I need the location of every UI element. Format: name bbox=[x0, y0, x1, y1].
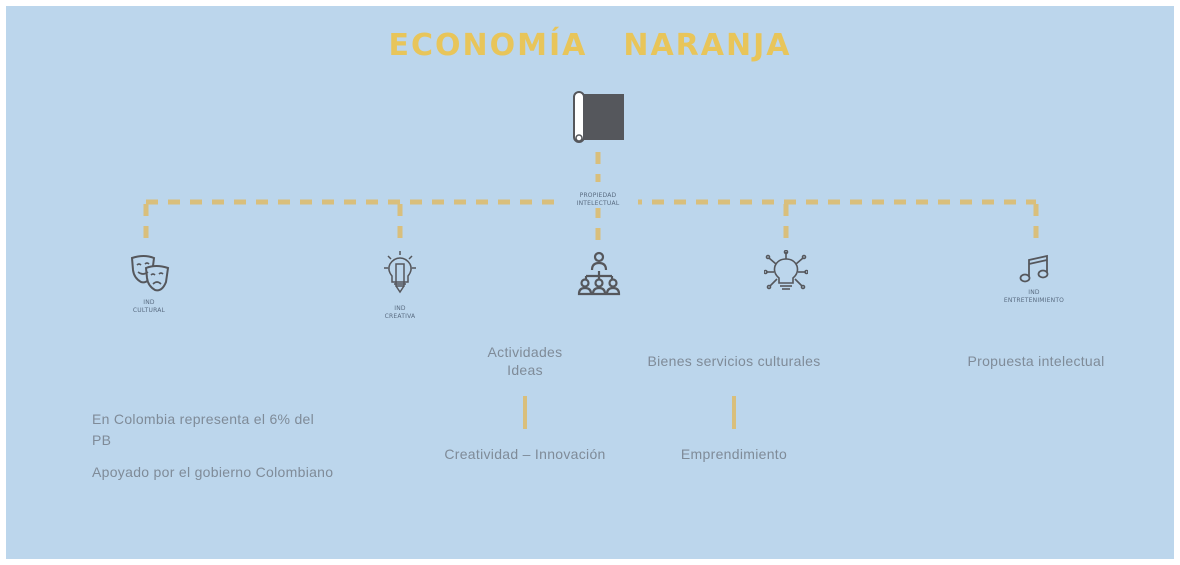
root-label-line1: PROPIEDAD bbox=[579, 192, 617, 199]
idea-network-icon bbox=[764, 250, 808, 290]
branch-label-creativa: IND CREATIVA bbox=[365, 305, 435, 321]
colombia-text-line1: En Colombia representa el 6% del bbox=[92, 411, 315, 427]
emprendimiento-text: Emprendimiento bbox=[680, 446, 788, 462]
actividades-text: Actividades bbox=[487, 344, 563, 360]
root-label: PROPIEDAD INTELECTUAL bbox=[558, 192, 638, 208]
page-title: ECONOMÍA NARANJA bbox=[6, 28, 1174, 63]
branch-creativa-line2: CREATIVA bbox=[384, 313, 416, 320]
apoyado-text: Apoyado por el gobierno Colombiano bbox=[92, 464, 334, 480]
colombia-text-line2: PB bbox=[92, 432, 112, 448]
branch-cultural-line1: IND bbox=[143, 299, 155, 306]
diagram-panel: ECONOMÍA NARANJA PROPIEDAD INTELECTUAL bbox=[6, 6, 1174, 559]
branch-label-cultural: IND CULTURAL bbox=[114, 299, 184, 315]
theater-masks-icon bbox=[130, 255, 170, 292]
propuesta-text: Propuesta intelectual bbox=[967, 353, 1105, 369]
branch-creativa-line1: IND bbox=[394, 305, 406, 312]
bienes-text: Bienes servicios culturales bbox=[647, 353, 821, 369]
creatividad-text: Creatividad – Innovación bbox=[444, 446, 606, 462]
branch-entretenimiento-line1: IND bbox=[1028, 289, 1040, 296]
branch-entretenimiento-line2: ENTRETENIMIENTO bbox=[1003, 297, 1065, 304]
title-word-economia: ECONOMÍA bbox=[388, 28, 588, 63]
branch-label-entretenimiento: IND ENTRETENIMIENTO bbox=[989, 289, 1079, 305]
ideas-text: Ideas bbox=[507, 362, 543, 378]
branch-cultural-line2: CULTURAL bbox=[132, 307, 166, 314]
book-cover-icon bbox=[573, 91, 624, 143]
network-people-icon bbox=[577, 251, 621, 296]
music-note-icon bbox=[1019, 254, 1049, 283]
lightbulb-pencil-icon bbox=[384, 251, 416, 294]
root-label-line2: INTELECTUAL bbox=[576, 200, 620, 207]
title-word-naranja: NARANJA bbox=[623, 28, 792, 63]
